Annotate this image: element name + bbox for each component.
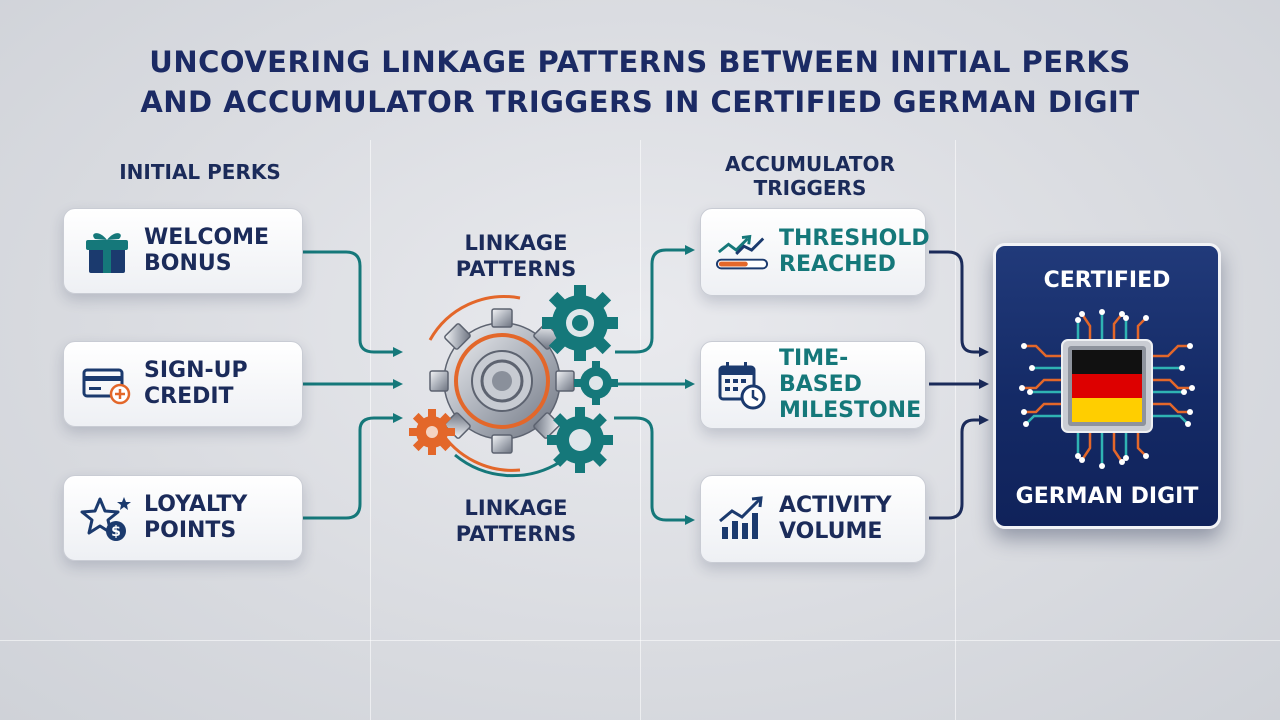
- bar-chart-trend-icon: [715, 492, 769, 546]
- grid-line: [370, 140, 371, 720]
- grid-line: [955, 140, 956, 720]
- linkage-label-line-1: LINKAGE: [464, 231, 568, 255]
- perk-label-line-2: POINTS: [144, 518, 237, 543]
- star-coin-icon: $: [80, 491, 134, 545]
- perk-label: SIGN-UP CREDIT: [144, 358, 248, 410]
- page-title: UNCOVERING LINKAGE PATTERNS BETWEEN INIT…: [0, 42, 1280, 122]
- trigger-label: THRESHOLD REACHED: [779, 226, 930, 278]
- calendar-clock-icon: [715, 358, 769, 412]
- arrow-center-to-threshold: [615, 245, 695, 354]
- arrow-loyalty-to-center: [303, 413, 403, 520]
- linkage-label-line-1: LINKAGE: [464, 496, 568, 520]
- trigger-label-line-2: VOLUME: [779, 519, 883, 544]
- perk-card-sign-up-credit[interactable]: SIGN-UP CREDIT: [63, 341, 303, 427]
- accumulator-heading-line-2: TRIGGERS: [753, 176, 867, 200]
- trigger-card-activity-volume[interactable]: ACTIVITY VOLUME: [700, 475, 926, 563]
- arrow-center-to-activity: [614, 416, 695, 525]
- trigger-label-line-1: THRESHOLD: [779, 226, 930, 251]
- linkage-patterns-label-bottom: LINKAGE PATTERNS: [416, 495, 616, 547]
- trigger-card-time-based-milestone[interactable]: TIME-BASED MILESTONE: [700, 341, 926, 429]
- trigger-card-threshold-reached[interactable]: THRESHOLD REACHED: [700, 208, 930, 296]
- initial-perks-heading: INITIAL PERKS: [119, 160, 281, 184]
- trigger-label: ACTIVITY VOLUME: [779, 493, 892, 545]
- perk-label-line-2: CREDIT: [144, 384, 234, 409]
- title-line-2: AND ACCUMULATOR TRIGGERS IN CERTIFIED GE…: [140, 85, 1140, 119]
- german-digit-label: GERMAN DIGIT: [1015, 484, 1199, 509]
- gift-icon: [80, 224, 134, 278]
- grid-line: [640, 140, 641, 720]
- perk-label-line-1: WELCOME: [144, 225, 270, 250]
- perk-label-line-1: SIGN-UP: [144, 358, 248, 383]
- grid-line: [0, 640, 1280, 641]
- perk-card-loyalty-points[interactable]: $ LOYALTY POINTS: [63, 475, 303, 561]
- perk-label: LOYALTY POINTS: [144, 492, 247, 544]
- perk-label: WELCOME BONUS: [144, 225, 269, 277]
- accumulator-heading-line-1: ACCUMULATOR: [725, 152, 895, 176]
- perk-label-line-2: BONUS: [144, 251, 232, 276]
- title-line-1: UNCOVERING LINKAGE PATTERNS BETWEEN INIT…: [149, 45, 1131, 79]
- trigger-label: TIME-BASED MILESTONE: [779, 346, 925, 424]
- accumulator-triggers-heading: ACCUMULATOR TRIGGERS: [690, 152, 930, 200]
- arrow-threshold-to-certified: [929, 250, 989, 357]
- trigger-label-line-2: MILESTONE: [779, 398, 922, 423]
- trigger-label-line-2: REACHED: [779, 252, 896, 277]
- svg-text:$: $: [111, 524, 121, 540]
- certified-german-digit-panel: CERTIFIED: [993, 243, 1221, 529]
- linkage-patterns-label-top: LINKAGE PATTERNS: [416, 230, 616, 282]
- linkage-label-line-2: PATTERNS: [455, 522, 577, 546]
- credit-card-plus-icon: [80, 357, 134, 411]
- perk-card-welcome-bonus[interactable]: WELCOME BONUS: [63, 208, 303, 294]
- trigger-label-line-1: ACTIVITY: [779, 493, 892, 518]
- arrow-activity-to-certified: [929, 415, 989, 520]
- certified-label: CERTIFIED: [1043, 268, 1171, 293]
- arrow-welcome-to-center: [303, 250, 403, 357]
- linkage-label-line-2: PATTERNS: [455, 257, 577, 281]
- trend-progress-icon: [715, 225, 769, 279]
- chip-flag-icon: [1019, 309, 1195, 469]
- trigger-label-line-1: TIME-BASED: [779, 346, 862, 397]
- perk-label-line-1: LOYALTY: [144, 492, 248, 517]
